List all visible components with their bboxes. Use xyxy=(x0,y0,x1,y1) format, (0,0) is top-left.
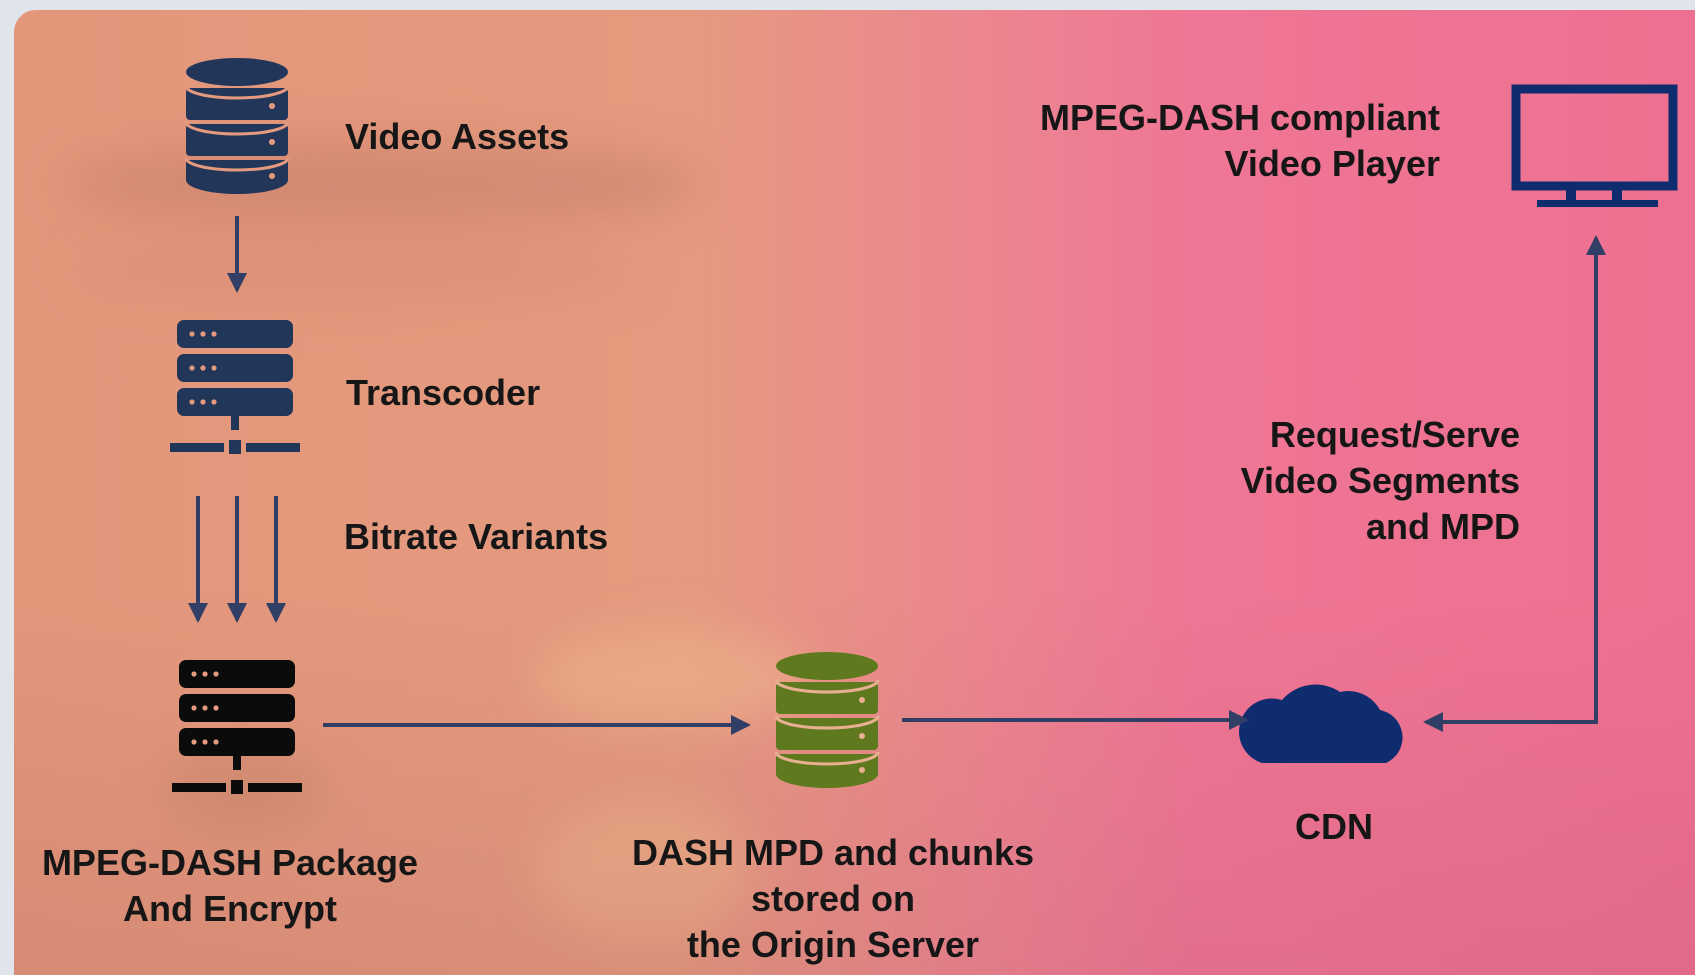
node-label-cdn: CDN xyxy=(1295,806,1373,847)
node-label-packager: MPEG-DASH Package And Encrypt xyxy=(41,842,419,929)
node-label-transcoder: Transcoder xyxy=(346,372,541,413)
server-rack-icon xyxy=(170,320,300,454)
node-label-origin-server: DASH MPD and chunks stored on the Origin… xyxy=(631,832,1035,965)
database-icon xyxy=(774,652,880,788)
node-label-video-assets: Video Assets xyxy=(345,116,570,157)
edge-label-cdn-player: Request/Serve Video Segments and MPD xyxy=(1240,414,1520,547)
node-label-player: MPEG-DASH compliant Video Player xyxy=(1039,97,1440,184)
monitor-icon xyxy=(1511,84,1678,207)
arrows xyxy=(188,216,1606,735)
cloud-icon xyxy=(1238,684,1403,763)
server-rack-icon xyxy=(172,660,302,794)
node-label-bitrate-variants: Bitrate Variants xyxy=(344,516,609,557)
edge-cdn-player xyxy=(1423,235,1606,732)
database-icon xyxy=(184,58,290,194)
